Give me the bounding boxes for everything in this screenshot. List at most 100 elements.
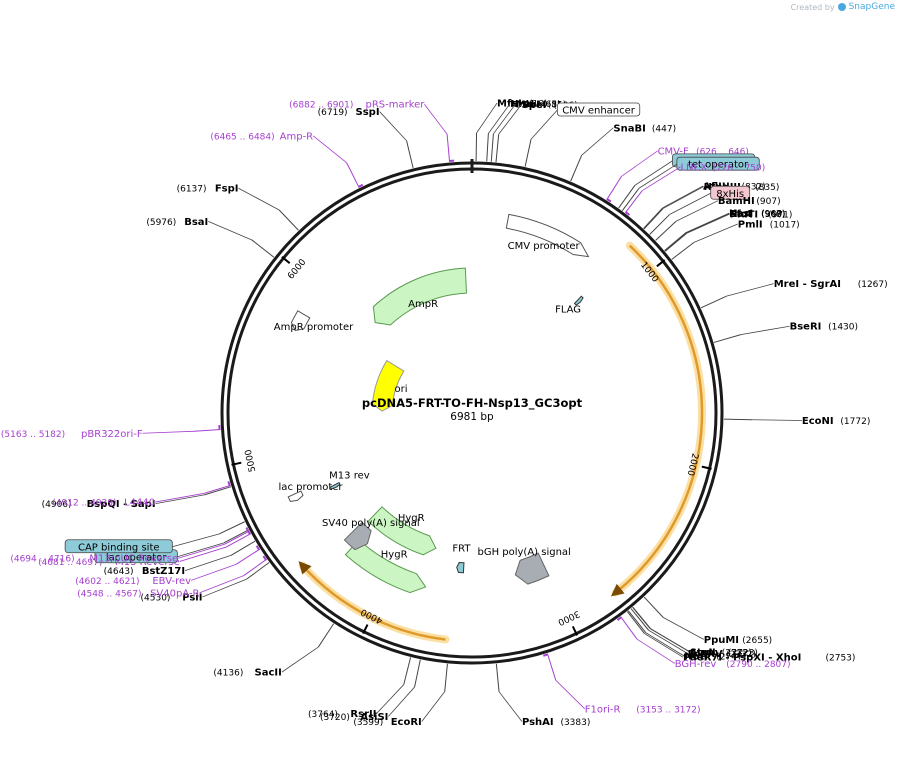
feature-ampr xyxy=(372,267,468,326)
site-name: LNCX xyxy=(680,162,707,173)
site-name: BsaI xyxy=(184,217,208,228)
site-leader xyxy=(488,103,511,134)
site-connector xyxy=(246,562,270,580)
site-number: (4643) xyxy=(104,567,134,577)
feature-hygr xyxy=(367,506,437,556)
site-connector xyxy=(632,606,651,630)
site-connector xyxy=(223,529,249,544)
site-number: (2790 .. 2807) xyxy=(726,660,790,670)
site-name: SspI xyxy=(356,107,380,118)
tick-label: 5000 xyxy=(244,448,259,473)
site-name: StuI xyxy=(690,647,713,658)
tick-label: 6000 xyxy=(286,257,308,281)
site-connector xyxy=(346,162,360,188)
site-name: KasI xyxy=(729,209,753,220)
tick-mark xyxy=(231,461,242,466)
backbone-layer xyxy=(220,159,724,665)
site-connector xyxy=(643,208,664,230)
site-connector xyxy=(624,190,643,214)
site-number: (3764) xyxy=(308,710,338,720)
tick-mark xyxy=(571,625,579,636)
site-leader xyxy=(555,679,586,710)
site-name: PshAI xyxy=(522,717,554,728)
site-name: NarI xyxy=(729,209,753,220)
site-name: RsrII xyxy=(350,709,376,720)
site-name: NruI xyxy=(510,99,534,110)
site-connector xyxy=(723,418,752,421)
site-leader xyxy=(621,150,658,177)
site-name: Amp-R xyxy=(280,131,314,142)
site-leader xyxy=(172,533,220,548)
site-number: (3599) xyxy=(353,718,383,728)
site-number: (2722) xyxy=(722,648,752,658)
site-number: (1267) xyxy=(858,280,888,290)
site-connector xyxy=(243,558,268,576)
site-leader xyxy=(177,542,225,558)
feature-box-label: CMV enhancer xyxy=(562,105,636,116)
feature-box-label: tet operator xyxy=(688,160,749,171)
site-connector xyxy=(278,209,299,231)
site-number: (835) xyxy=(755,183,779,193)
feature-label: bGH poly(A) signal xyxy=(477,547,570,558)
site-leader xyxy=(638,163,678,189)
primer-mark xyxy=(227,481,231,486)
site-number: (85) xyxy=(548,100,566,110)
primer-mark xyxy=(543,653,548,657)
site-name: AvrII xyxy=(690,647,716,658)
feature-ori xyxy=(371,359,405,412)
site-connector xyxy=(546,653,557,681)
site-name: PaeR7I - PspXI - XhoI xyxy=(683,653,801,664)
site-connector xyxy=(236,548,261,565)
site-name: EcoRV xyxy=(688,649,723,660)
site-name: BseRI xyxy=(790,322,822,333)
site-connector xyxy=(495,134,500,163)
site-name: CMV-F xyxy=(658,146,689,157)
orf-arc xyxy=(298,561,446,641)
site-number: (18) xyxy=(529,100,547,110)
site-number: (2753) xyxy=(825,654,855,664)
orf-arc xyxy=(610,244,704,597)
site-connector xyxy=(486,133,489,162)
feature-box xyxy=(710,185,751,200)
site-leader xyxy=(421,691,446,722)
site-number: (969) xyxy=(761,210,785,220)
site-name: AsiSI xyxy=(360,712,388,723)
site-number: (971) xyxy=(768,211,792,221)
site-number: (6882 .. 6901) xyxy=(289,101,353,111)
feature-frt xyxy=(456,561,465,574)
site-number: (1430) xyxy=(828,323,858,333)
site-number: (4548 .. 4567) xyxy=(77,589,141,599)
orf-glow xyxy=(298,561,450,644)
site-leader xyxy=(662,185,704,209)
site-connector xyxy=(627,610,647,633)
site-leader xyxy=(498,104,522,135)
site-number: (4906) xyxy=(42,500,72,510)
site-name: EcoNI xyxy=(802,416,834,427)
site-leader xyxy=(376,684,405,714)
feature-lac-promoter xyxy=(287,490,304,503)
feature-box xyxy=(64,539,173,554)
site-number: (2732) xyxy=(726,650,756,660)
site-connector xyxy=(406,140,414,169)
site-leader xyxy=(190,563,237,581)
site-connector xyxy=(626,611,645,634)
feature-ampr-promoter xyxy=(290,310,311,332)
site-name: SnaBI xyxy=(613,123,645,134)
feature-label: FLAG xyxy=(555,305,581,316)
site-connector xyxy=(630,608,650,631)
site-name: pBR322ori-F xyxy=(81,429,143,440)
site-name: NotI xyxy=(684,652,708,663)
site-connector xyxy=(317,623,335,648)
site-connector xyxy=(524,139,532,167)
site-name: PsiI xyxy=(182,592,202,603)
feature-m13-rev xyxy=(329,481,341,490)
feature-box xyxy=(676,156,760,171)
site-leader xyxy=(202,578,247,598)
site-number: (6137) xyxy=(177,185,207,195)
site-leader xyxy=(645,632,685,657)
site-name: SacII xyxy=(255,668,282,679)
site-number: (1017) xyxy=(770,221,800,231)
